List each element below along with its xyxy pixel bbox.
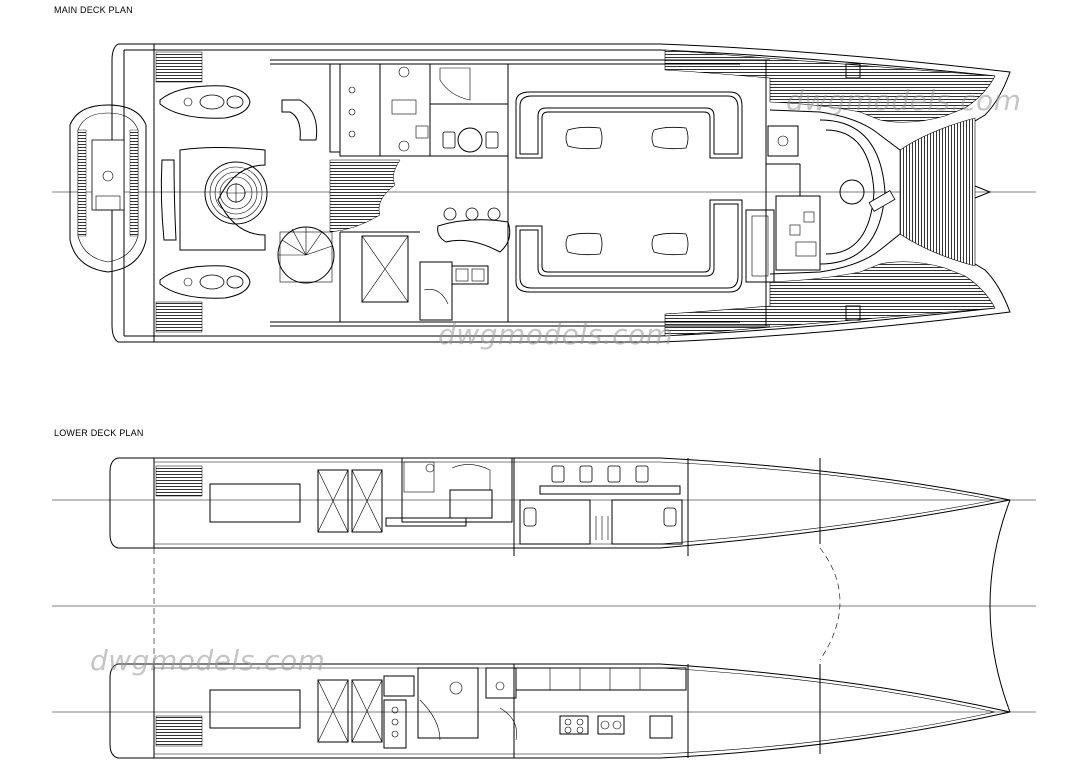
fore-deck-bottom — [664, 261, 996, 337]
watermark-main-bottom: dwgmodels.com — [438, 318, 674, 351]
jet-ski-top — [159, 85, 251, 119]
jet-ski-bottom — [159, 265, 251, 299]
fore-deck-top — [664, 49, 996, 123]
starboard-hull — [109, 663, 1011, 759]
lower-deck-title: LOWER DECK PLAN — [54, 428, 144, 438]
main-heads — [348, 63, 509, 152]
tender-boat — [69, 104, 147, 273]
bow-net — [899, 117, 976, 267]
watermark-lower: dwgmodels.com — [90, 644, 326, 677]
main-deck-plan — [52, 43, 1036, 343]
dining-set — [442, 127, 499, 153]
spiral-stair — [277, 226, 335, 284]
port-hull — [109, 457, 1011, 556]
bar-counter — [419, 207, 511, 321]
salon-sofa-bottom — [515, 199, 743, 293]
main-deck-title: MAIN DECK PLAN — [54, 5, 133, 15]
aft-spa — [160, 147, 268, 251]
main-hull-outline — [111, 43, 1011, 343]
salon-sofa-top — [515, 91, 743, 159]
lower-deck-plan — [52, 457, 1036, 759]
wheelhouse — [745, 119, 896, 283]
watermark-main-top: dwgmodels.com — [786, 84, 1022, 117]
aft-curved-stair — [281, 99, 318, 141]
